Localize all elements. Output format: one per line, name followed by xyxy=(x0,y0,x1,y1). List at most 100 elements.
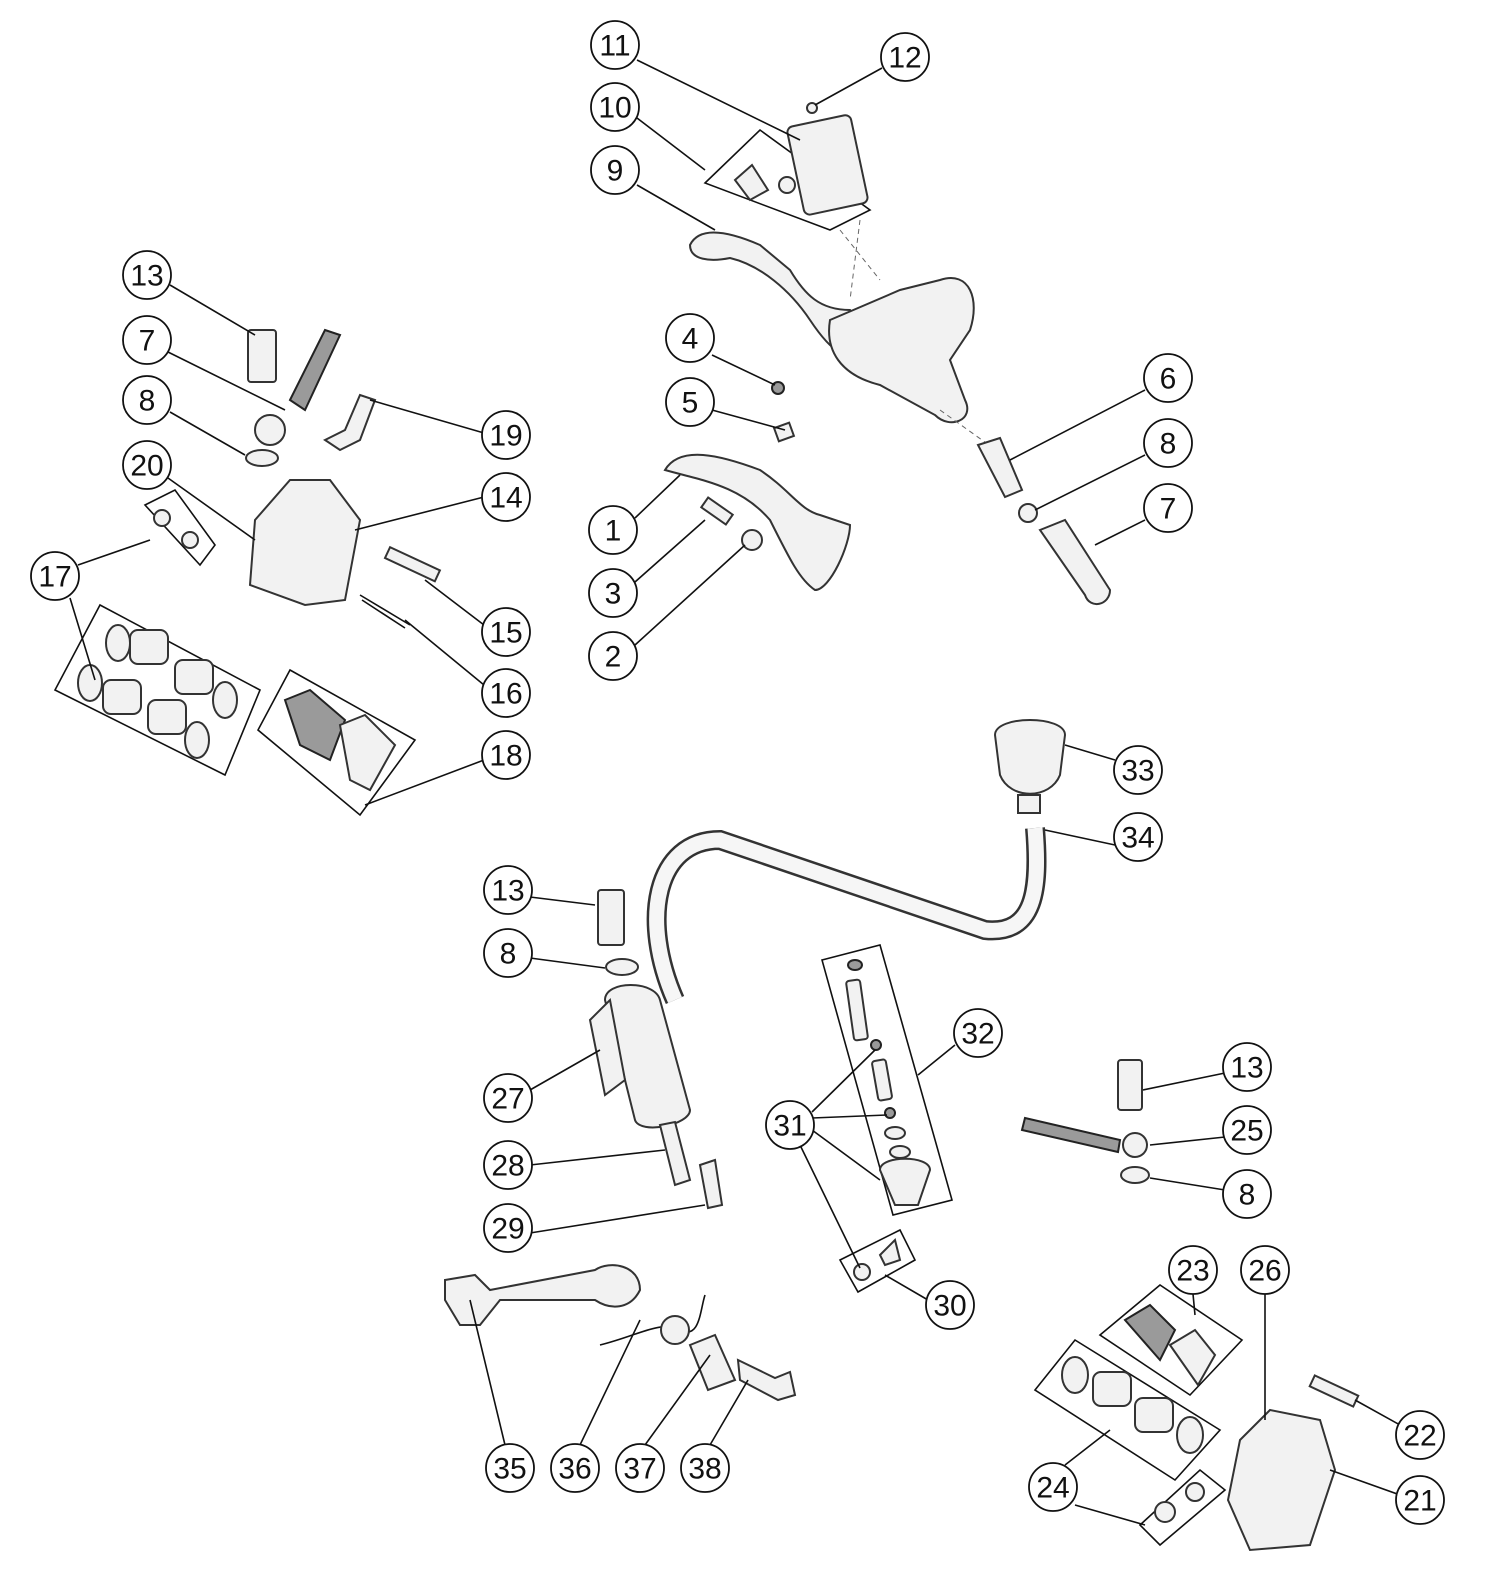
callout-23: 23 xyxy=(1168,1245,1218,1295)
callout-circle xyxy=(1143,483,1193,533)
callout-36: 36 xyxy=(550,1443,600,1493)
callout-circle xyxy=(880,32,930,82)
washer-8 xyxy=(245,449,279,467)
callout-circle xyxy=(481,607,531,657)
callout-26: 26 xyxy=(1240,1245,1290,1295)
callout-label: 34 xyxy=(1121,822,1154,855)
pin-15 xyxy=(383,545,442,583)
callout-18: 18 xyxy=(481,730,531,780)
callout-circle xyxy=(485,1443,535,1493)
callout-circle xyxy=(590,82,640,132)
callout-5: 5 xyxy=(665,377,715,427)
callout-label: 13 xyxy=(1230,1052,1263,1085)
callout-6: 6 xyxy=(1143,353,1193,403)
callout-7: 7 xyxy=(122,315,172,365)
callout-label: 20 xyxy=(130,450,163,483)
banjo-7 xyxy=(254,414,286,446)
callout-38: 38 xyxy=(680,1443,730,1493)
kit-boxes xyxy=(53,128,1244,1547)
callout-2: 2 xyxy=(588,631,638,681)
callout-circle xyxy=(1143,418,1193,468)
callout-circle xyxy=(550,1443,600,1493)
callout-label: 7 xyxy=(1160,493,1177,526)
callout-label: 26 xyxy=(1248,1255,1281,1288)
clevis-29 xyxy=(698,1158,724,1210)
caliper-14 xyxy=(248,479,362,607)
callout-circle xyxy=(122,315,172,365)
callout-label: 8 xyxy=(1160,428,1177,461)
callout-34: 34 xyxy=(1113,812,1163,862)
pedal-35 xyxy=(444,1264,642,1326)
callout-circle xyxy=(588,505,638,555)
bolt-5 xyxy=(772,421,796,443)
callout-13: 13 xyxy=(483,865,533,915)
callout-circle xyxy=(481,730,531,780)
bleeder-24a xyxy=(1154,1501,1176,1523)
callout-circle xyxy=(1395,1475,1445,1525)
callout-circle xyxy=(590,20,640,70)
callout-circle xyxy=(122,440,172,490)
washer-8-rear xyxy=(605,958,639,976)
callout-label: 17 xyxy=(38,561,71,594)
callout-label: 29 xyxy=(491,1213,524,1246)
bleeder-24b xyxy=(1185,1482,1205,1502)
master-cylinder-body xyxy=(828,277,975,424)
callout-8: 8 xyxy=(483,928,533,978)
callout-label: 32 xyxy=(961,1018,994,1051)
piston-kit-17 xyxy=(77,624,238,759)
brake-pads-18 xyxy=(283,688,397,792)
kit-box-24b xyxy=(1138,1468,1227,1547)
pin-3 xyxy=(699,496,735,526)
callout-circle xyxy=(588,631,638,681)
callout-13: 13 xyxy=(122,250,172,300)
callout-11: 11 xyxy=(590,20,640,70)
callout-circle xyxy=(1240,1245,1290,1295)
callout-circle xyxy=(615,1443,665,1493)
washer-8-front xyxy=(1018,503,1038,523)
callout-13: 13 xyxy=(1222,1042,1272,1092)
kit-box-30 xyxy=(838,1228,917,1294)
reservoir-seal xyxy=(778,176,796,194)
hose-7 xyxy=(288,328,342,412)
part-30a xyxy=(853,1263,871,1281)
part-30b xyxy=(878,1238,902,1267)
callout-label: 5 xyxy=(682,387,699,420)
callout-label: 27 xyxy=(491,1083,524,1116)
callout-label: 31 xyxy=(773,1110,806,1143)
callout-circle xyxy=(1222,1169,1272,1219)
callout-circle xyxy=(1222,1105,1272,1155)
callout-circle xyxy=(481,472,531,522)
dash-guide xyxy=(839,219,1011,461)
clip-16 xyxy=(359,594,411,629)
callout-label: 38 xyxy=(688,1453,721,1486)
bushing-37 xyxy=(688,1333,737,1392)
callout-14: 14 xyxy=(481,472,531,522)
callout-label: 8 xyxy=(500,938,517,971)
callout-label: 36 xyxy=(558,1453,591,1486)
banjo-bolt-13 xyxy=(247,329,277,383)
callout-22: 22 xyxy=(1395,1410,1445,1460)
callout-27: 27 xyxy=(483,1073,533,1123)
callout-circle xyxy=(680,1443,730,1493)
piston-6 xyxy=(976,436,1024,499)
spring-coil-36 xyxy=(660,1315,690,1345)
callout-circle xyxy=(588,568,638,618)
callout-32: 32 xyxy=(953,1008,1003,1058)
callout-8: 8 xyxy=(122,375,172,425)
callout-label: 13 xyxy=(491,875,524,908)
banjo-bolt-13-r xyxy=(1117,1059,1143,1111)
callout-19: 19 xyxy=(481,410,531,460)
callout-label: 16 xyxy=(489,678,522,711)
callout-circle xyxy=(483,1203,533,1253)
callout-circle xyxy=(1168,1245,1218,1295)
callout-20: 20 xyxy=(122,440,172,490)
callout-9: 9 xyxy=(590,145,640,195)
callout-label: 33 xyxy=(1121,755,1154,788)
callout-label: 9 xyxy=(607,155,624,188)
callout-15: 15 xyxy=(481,607,531,657)
reservoir-outlet xyxy=(1017,794,1041,814)
callout-label: 23 xyxy=(1176,1255,1209,1288)
lever-1 xyxy=(663,453,852,592)
hose-25 xyxy=(1020,1116,1122,1154)
